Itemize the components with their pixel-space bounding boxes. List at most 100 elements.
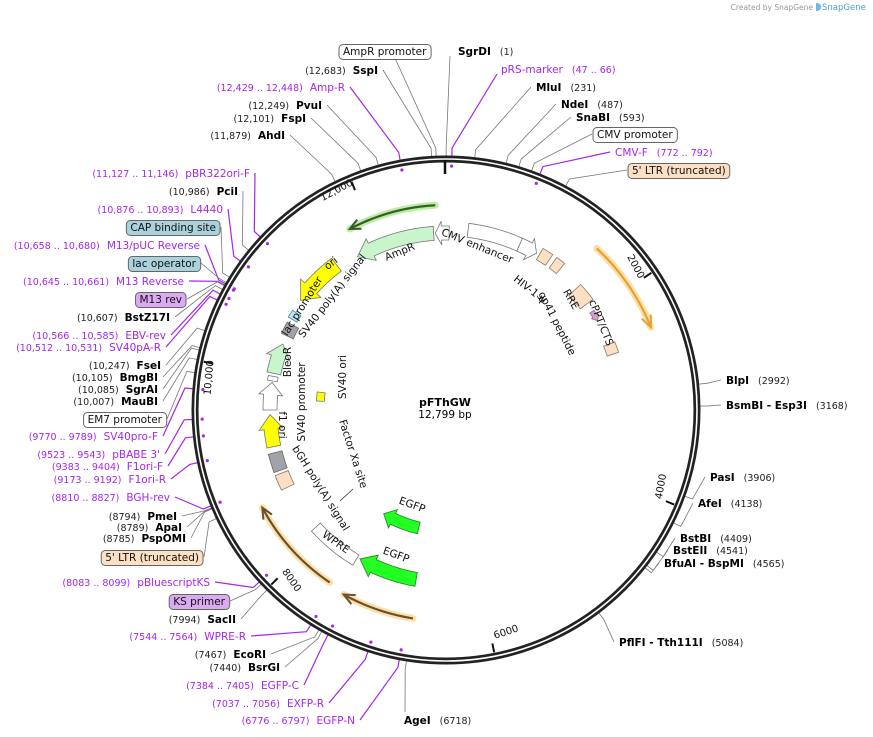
leader-line [250,624,312,637]
feature-cmv-promoter[interactable]: CMV promoter [592,127,678,143]
enzyme-sacii[interactable]: (7994)SacII [169,614,236,626]
enzyme-agei[interactable]: AgeI(6718) [404,715,471,727]
primer-wpre-r[interactable]: (7544 .. 7564)WPRE-R [129,631,246,643]
primer-l4440[interactable]: (10,876 .. 10,893)L4440 [97,204,223,216]
ampr-translation-arc-arrowhead-icon [347,219,362,231]
em7-promoter-box[interactable] [267,374,279,383]
ampr-promoter-arrow[interactable] [434,220,450,246]
bleor-arrow[interactable] [265,343,291,376]
sv40-ori-box[interactable] [315,391,326,402]
leader-line [214,581,260,589]
enzyme-bmgbi[interactable]: (10,105)BmgBI [72,372,158,384]
ampr-translation-arc[interactable] [349,204,436,230]
ampr-arrow[interactable] [356,226,435,261]
bgh-polya-box[interactable] [267,450,288,474]
site-name: EGFP-N [316,715,355,727]
enzyme-pspomi[interactable]: (8785)PspOMI [103,533,186,545]
primer-pbluescriptks[interactable]: (8083 .. 8099)pBluescriptKS [62,577,210,589]
site-label: NdeI(487) [561,99,623,111]
site-name: PciI [217,186,238,198]
site-label: (9523 .. 9543)pBABE 3' [37,449,160,461]
enzyme-ecori[interactable]: (7467)EcoRI [195,649,266,661]
ltr-orange-arc-1[interactable] [595,247,652,328]
ltr-orange-arc-3[interactable] [261,507,331,584]
primer-sv40pro-f[interactable]: (9770 .. 9789)SV40pro-F [29,431,158,443]
site-label: (11,879)AhdI [210,130,285,142]
primer-pbr322ori-f[interactable]: (11,127 .. 11,146)pBR322ori-F [92,168,250,180]
primer-egfp-c[interactable]: (7384 .. 7405)EGFP-C [186,680,299,692]
tick-mark [643,271,652,279]
site-position: (1) [500,47,513,58]
leader-line [188,280,226,286]
primer-f1ori-r[interactable]: (9173 .. 9192)F1ori-R [54,474,166,486]
primer-cmv-f[interactable]: CMV-F(772 .. 792) [615,147,713,159]
enzyme-pmei[interactable]: (8794)PmeI [109,511,177,523]
feature-ampr-promoter[interactable]: AmpR promoter [338,44,432,60]
feature-name-label: f1 ori [276,411,288,438]
feature-label: EM7 promoter [88,414,163,426]
f1-ori-arrow[interactable] [258,413,284,449]
enzyme-snabi[interactable]: SnaBI(593) [576,112,645,124]
feature-5-ltr-truncated-[interactable]: 5' LTR (truncated) [627,163,731,179]
enzyme-blpi[interactable]: BlpI(2992) [726,375,790,387]
egfp-arrow-inner[interactable] [383,508,421,535]
feature-lac-operator[interactable]: lac operator [127,256,202,272]
ltr-orange-arc-2[interactable] [343,593,414,620]
ltr-box[interactable] [274,470,295,491]
site-label: (12,101)FspI [233,113,306,125]
enzyme-pvui[interactable]: (12,249)PvuI [248,100,322,112]
rre-box[interactable] [568,283,594,310]
enzyme-pflfi-tth111i[interactable]: PflFI - Tth111I(5084) [619,637,743,649]
enzyme-sgrdi[interactable]: SgrDI(1) [458,46,513,58]
feature-cap-binding-site[interactable]: CAP binding site [125,220,221,236]
hiv1-psi-box-1[interactable] [535,247,554,266]
primer-prs-marker[interactable]: pRS-marker(47 .. 66) [501,64,616,76]
enzyme-bsrgi[interactable]: (7440)BsrGI [209,662,280,674]
wpre-box[interactable] [310,522,360,566]
enzyme-bstbi[interactable]: BstBI(4409) [680,533,752,545]
ori-arrow[interactable] [300,257,342,301]
sv40-promoter-arrow[interactable] [257,381,284,411]
enzyme-afei[interactable]: AfeI(4138) [698,498,762,510]
enzyme-bfuai-bspmi[interactable]: BfuAI - BspMI(4565) [664,558,784,570]
feature-ks-primer[interactable]: KS primer [168,594,231,610]
hiv1-psi-box-2[interactable] [548,256,566,275]
cmv-promoter-arrow[interactable] [516,237,537,261]
enzyme-ndei[interactable]: NdeI(487) [561,99,623,111]
gp41-peptide-arrow[interactable] [589,309,600,322]
enzyme-sspi[interactable]: (12,683)SspI [305,65,378,77]
feature-5-ltr-truncated-[interactable]: 5' LTR (truncated) [100,550,204,566]
enzyme-apai[interactable]: (8789)ApaI [117,522,182,534]
site-position: (7037 .. 7056) [212,699,280,710]
feature-m13-rev[interactable]: M13 rev [134,292,187,308]
enzyme-bsmbi-esp3i[interactable]: BsmBI - Esp3I(3168) [726,400,848,412]
feature-label: 5' LTR (truncated) [105,552,199,564]
enzyme-bstz17i[interactable]: (10,607)BstZ17I [77,312,170,324]
enzyme-bsteii[interactable]: BstEII(4541) [673,545,748,557]
enzyme-pasi[interactable]: PasI(3906) [710,472,775,484]
primer-pbabe-3-[interactable]: (9523 .. 9543)pBABE 3' [37,449,160,461]
enzyme-ahdi[interactable]: (11,879)AhdI [210,130,285,142]
enzyme-sgrai[interactable]: (10,085)SgrAI [78,384,158,396]
enzyme-mlui[interactable]: MluI(231) [536,82,596,94]
egfp-arrow-outer[interactable] [359,554,418,587]
primer-m13-puc-reverse[interactable]: (10,658 .. 10,680)M13/pUC Reverse [14,240,200,252]
enzyme-fspi[interactable]: (12,101)FspI [233,113,306,125]
feature-box [592,127,678,143]
primer-f1ori-f[interactable]: (9383 .. 9404)F1ori-F [52,461,163,473]
enzyme-pcii[interactable]: (10,986)PciI [169,186,238,198]
enzyme-maubi[interactable]: (10,007)MauBI [73,396,158,408]
site-name: SnaBI [576,112,610,124]
primer-egfp-n[interactable]: (6776 .. 6797)EGFP-N [242,715,355,727]
cppt-cts-box[interactable] [603,341,620,357]
primer-sv40pa-r[interactable]: (10,512 .. 10,531)SV40pA-R [16,342,161,354]
primer-amp-r[interactable]: (12,429 .. 12,448)Amp-R [217,82,345,94]
primer-ebv-rev[interactable]: (10,566 .. 10,585)EBV-rev [32,330,166,342]
lac-promoter-box[interactable] [287,309,302,323]
primer-m13-reverse[interactable]: (10,645 .. 10,661)M13 Reverse [23,276,184,288]
sv40-polya-box[interactable] [280,321,300,340]
feature-em7-promoter[interactable]: EM7 promoter [83,412,168,428]
primer-bgh-rev[interactable]: (8810 .. 8827)BGH-rev [52,492,170,504]
primer-exfp-r[interactable]: (7037 .. 7056)EXFP-R [212,698,324,710]
enzyme-fsei[interactable]: (10,247)FseI [89,360,161,372]
